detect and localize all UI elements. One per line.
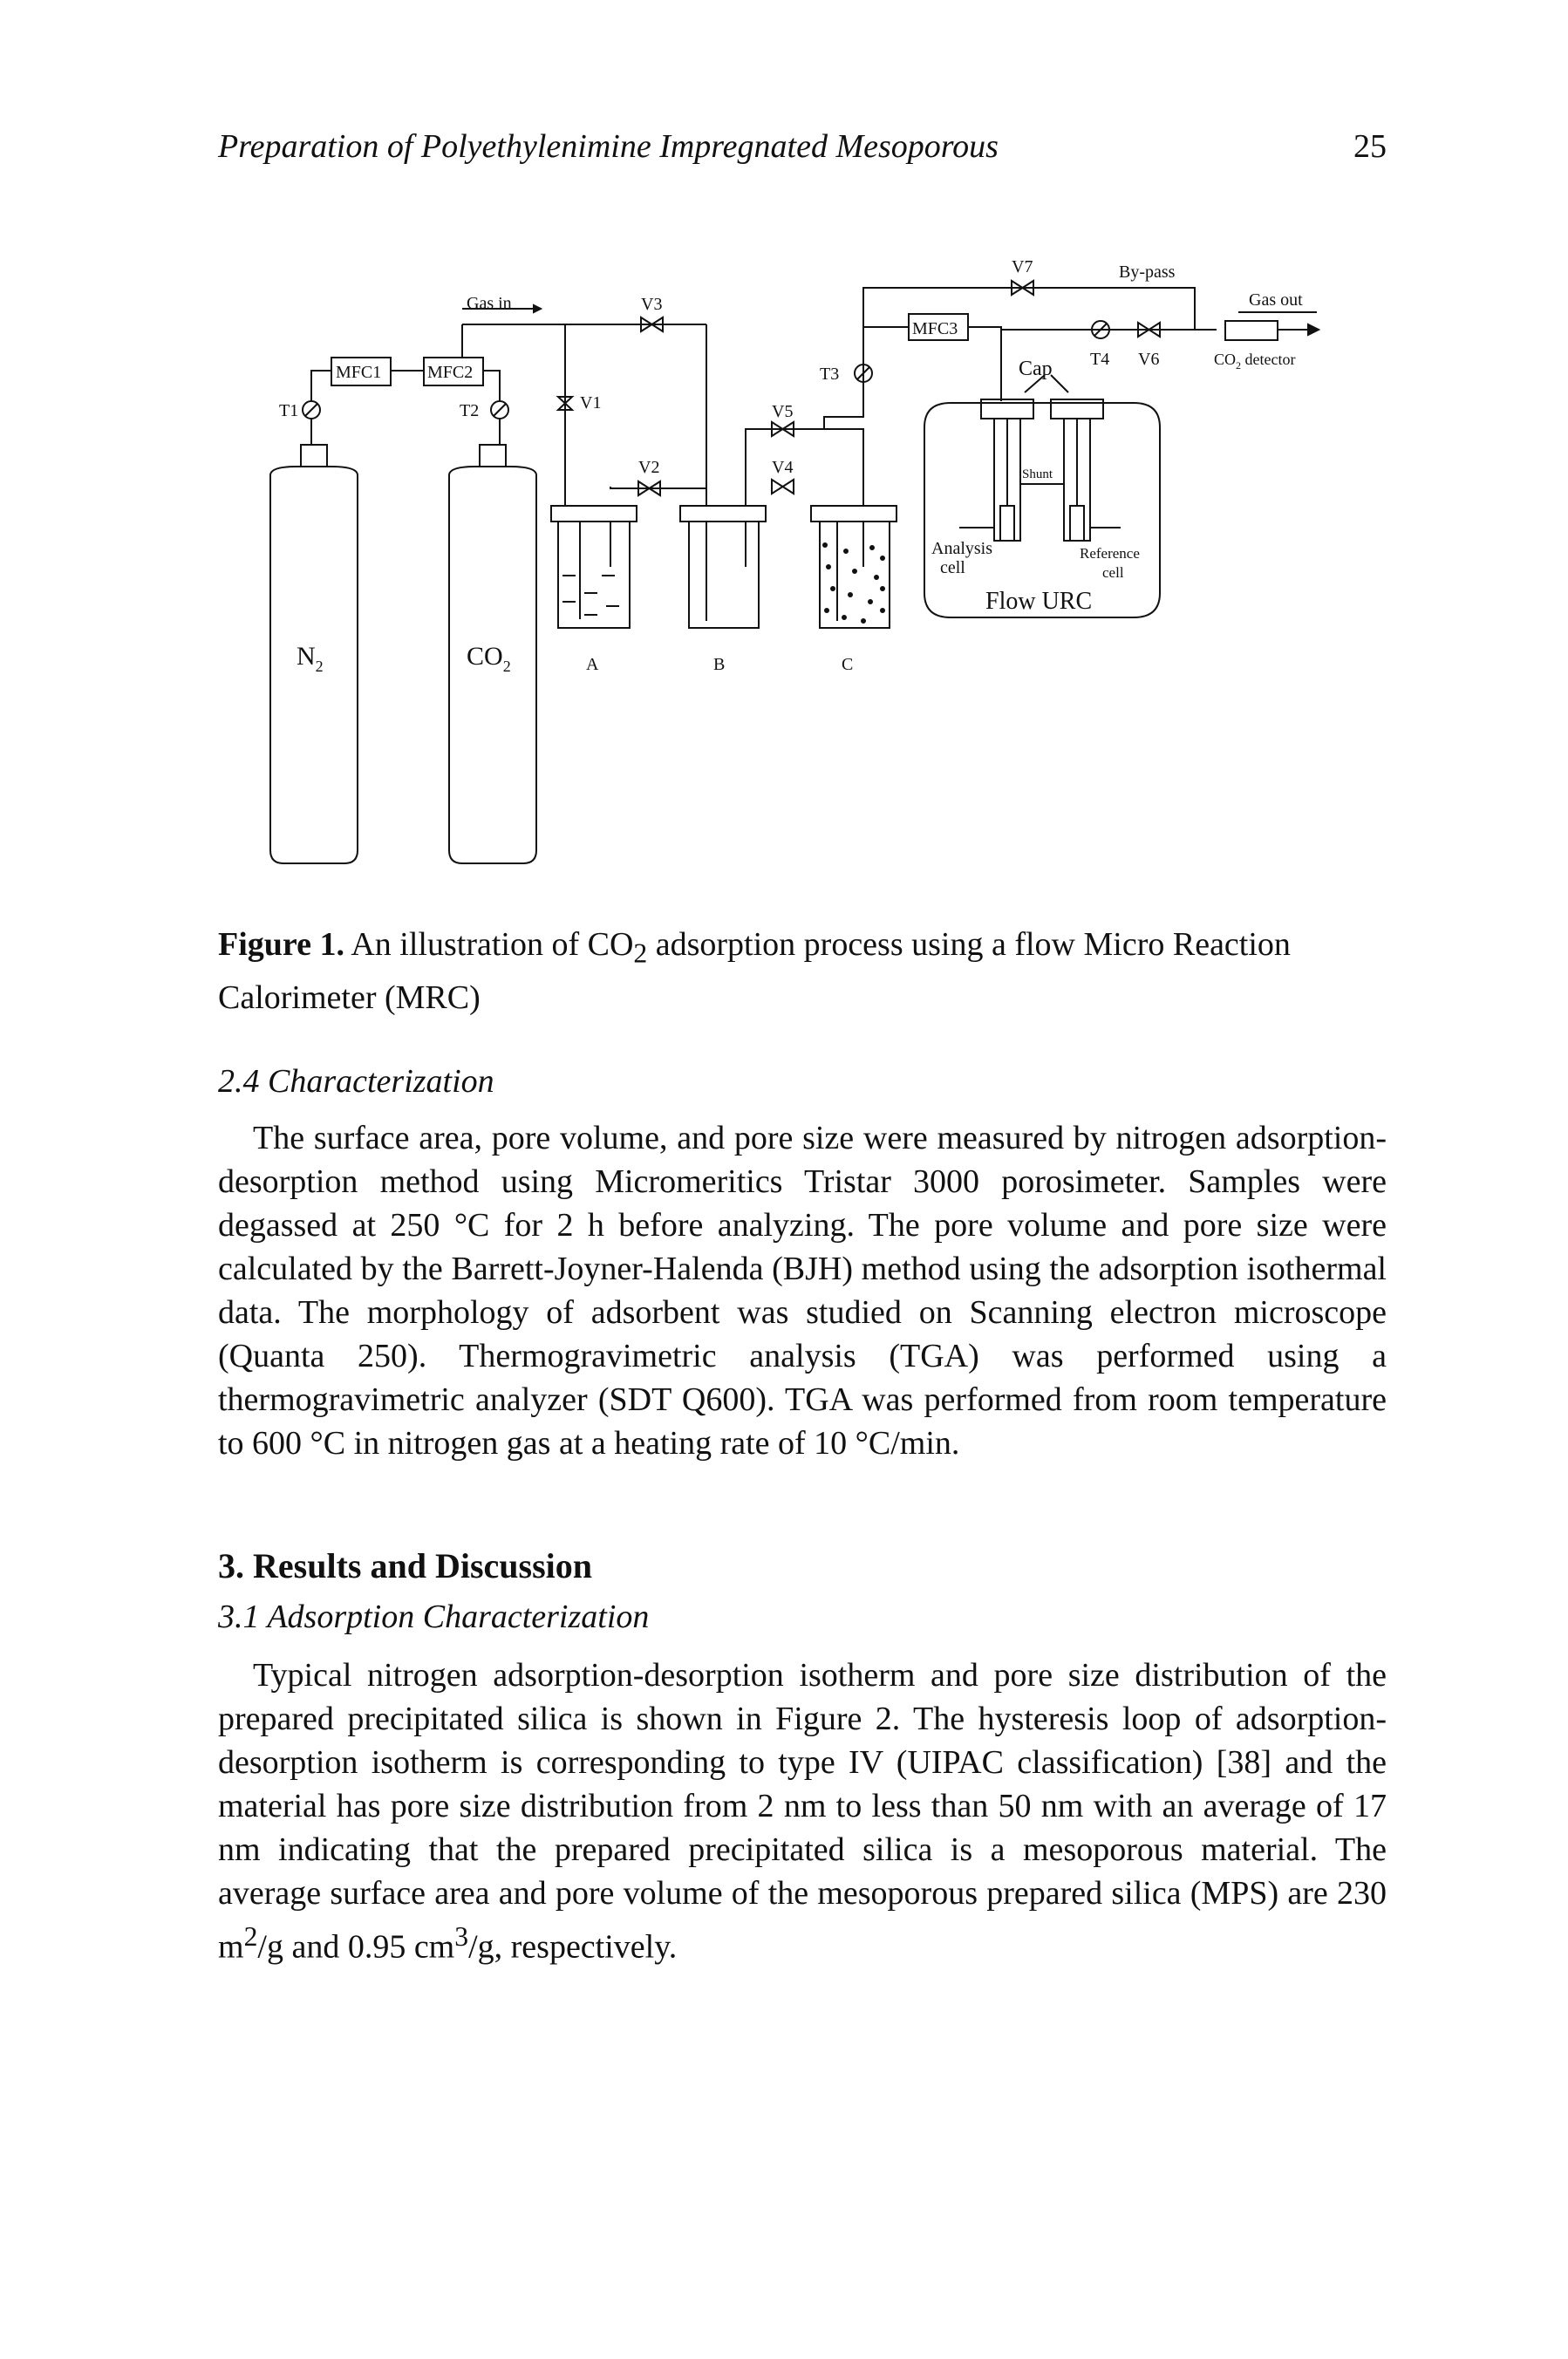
- paragraph-characterization: The surface area, pore volume, and pore …: [218, 1120, 1387, 1462]
- v4-valve: [771, 478, 794, 495]
- label-v4: V4: [772, 458, 793, 477]
- n2-cylinder: [269, 466, 358, 864]
- v6-valve: [1137, 321, 1161, 338]
- label-co2-cylinder: CO2: [467, 642, 511, 675]
- label-reference-cell-2: cell: [1102, 564, 1124, 581]
- label-t4: T4: [1090, 350, 1109, 369]
- label-vessel-b: B: [713, 655, 725, 674]
- t3-gauge: [854, 364, 873, 383]
- section-heading-3-1: 3.1 Adsorption Characterization: [218, 1599, 650, 1635]
- vessel-b-lid: [679, 505, 767, 522]
- label-mfc2: MFC2: [427, 363, 473, 382]
- label-bypass: By-pass: [1119, 262, 1176, 282]
- label-cap: Cap: [1019, 358, 1053, 380]
- label-gas-out: Gas out: [1249, 290, 1303, 310]
- label-t1: T1: [279, 401, 298, 420]
- label-mfc1: MFC1: [336, 363, 381, 382]
- label-gas-in: Gas in: [467, 294, 512, 313]
- section-heading-2-4: 2.4 Characterization: [218, 1063, 494, 1100]
- v3-valve: [640, 316, 664, 333]
- running-title: Preparation of Polyethylenimine Impregna…: [218, 128, 999, 165]
- label-t2: T2: [460, 401, 479, 420]
- n2-cylinder-valve: [300, 444, 328, 467]
- vessel-a-lid: [550, 505, 637, 522]
- label-n2: N2: [297, 642, 324, 675]
- label-flow-urc: Flow URC: [985, 588, 1092, 615]
- label-v7: V7: [1012, 257, 1033, 276]
- v2-valve: [637, 480, 661, 497]
- label-reference-cell-1: Reference: [1080, 545, 1140, 562]
- figure-caption: Figure 1. An illustration of CO2 adsorpt…: [218, 926, 1291, 1016]
- section-heading-3: 3. Results and Discussion: [218, 1546, 593, 1585]
- label-v5: V5: [772, 402, 793, 421]
- v5-valve: [771, 420, 794, 438]
- label-analysis-cell-1: Analysis: [931, 539, 992, 558]
- v7-valve: [1011, 279, 1034, 297]
- label-v3: V3: [641, 295, 662, 314]
- co2-cylinder: [448, 466, 537, 864]
- label-vessel-a: A: [586, 655, 599, 674]
- vessel-b-body: [688, 522, 760, 629]
- label-vessel-c: C: [842, 655, 853, 674]
- v1-valve: [556, 396, 575, 411]
- running-header: Preparation of Polyethylenimine Impregna…: [218, 127, 1387, 180]
- caption-label: Figure 1.: [218, 926, 344, 963]
- paragraph-adsorption: Typical nitrogen adsorption-desorption i…: [218, 1657, 1387, 1966]
- figure-1-schematic: Gas in V3 V7 By-pass Gas out MFC1 MFC2 M…: [269, 257, 1321, 864]
- label-v1: V1: [580, 393, 601, 412]
- label-t3: T3: [820, 365, 839, 384]
- co2-detector-box: [1224, 320, 1278, 341]
- t4-gauge: [1091, 320, 1110, 339]
- page-number: 25: [1353, 128, 1387, 165]
- label-v6: V6: [1138, 350, 1159, 369]
- label-v2: V2: [638, 458, 659, 477]
- vessel-a-body: [557, 522, 631, 629]
- label-analysis-cell-2: cell: [940, 558, 965, 577]
- vessel-c-lid: [810, 505, 897, 522]
- co2-cylinder-valve: [479, 444, 507, 467]
- flow-urc-chamber: [924, 402, 1161, 618]
- label-mfc3: MFC3: [912, 319, 958, 338]
- vessel-c-body: [819, 522, 890, 629]
- label-co2-detector: CO2 detector: [1214, 351, 1295, 372]
- label-shunt: Shunt: [1022, 467, 1053, 481]
